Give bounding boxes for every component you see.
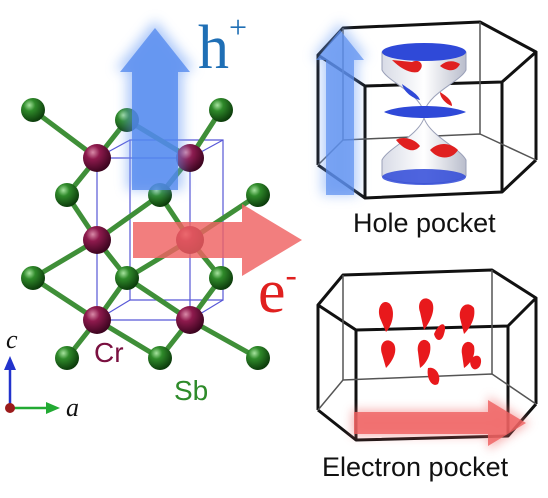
hole-pocket-panel: Hole pocket (312, 20, 538, 238)
electron-arrow-small (352, 396, 530, 450)
bz-verticals (316, 298, 538, 440)
electron-pocket (470, 355, 482, 370)
hole-pocket-label: Hole pocket (353, 208, 496, 238)
electron-pocket (434, 324, 446, 340)
electron-pocket (427, 367, 440, 385)
sb-atom (246, 183, 270, 207)
electron-pocket (417, 339, 431, 368)
electron-pocket (459, 304, 475, 334)
hole-arrow-small (312, 22, 368, 195)
sb-atom (246, 346, 270, 370)
bz-bottom-back (317, 373, 537, 411)
electron-pocket-panel: Electron pocket (316, 268, 538, 482)
electron-pocket (381, 340, 396, 368)
sb-atoms (21, 98, 270, 370)
electron-pocket (378, 301, 393, 332)
electron-carrier-label: e- (258, 257, 297, 326)
sb-atom (115, 266, 139, 290)
electron-pocket-label: Electron pocket (322, 452, 509, 482)
axis-origin (5, 403, 15, 413)
electron-pocket-surfaces (378, 298, 482, 385)
sb-atom (55, 183, 79, 207)
bz-verticals (316, 52, 538, 198)
cr-atom (83, 226, 111, 254)
sb-atom (209, 266, 233, 290)
bz-hidden-edges (342, 270, 493, 380)
axis-indicator: c a (4, 325, 79, 422)
axis-a-label: a (66, 393, 79, 422)
sb-atom (21, 266, 45, 290)
electron-pocket (461, 341, 475, 368)
axis-c-label: c (6, 325, 18, 354)
hole-arrow-large (115, 20, 195, 190)
crystal-structure (21, 98, 270, 370)
electron-arrow-large (133, 204, 302, 276)
sb-label: Sb (174, 375, 208, 406)
sb-atom (148, 346, 172, 370)
hole-carrier-label: h+ (198, 9, 247, 82)
electron-pocket (419, 298, 434, 330)
cr-label: Cr (94, 337, 124, 368)
cr-atom (83, 306, 111, 334)
cr-atom (83, 144, 111, 172)
sb-atom (55, 346, 79, 370)
cr-atom (176, 306, 204, 334)
hole-pocket-surface (381, 43, 467, 185)
sb-atom (21, 98, 45, 122)
sb-atom (209, 98, 233, 122)
